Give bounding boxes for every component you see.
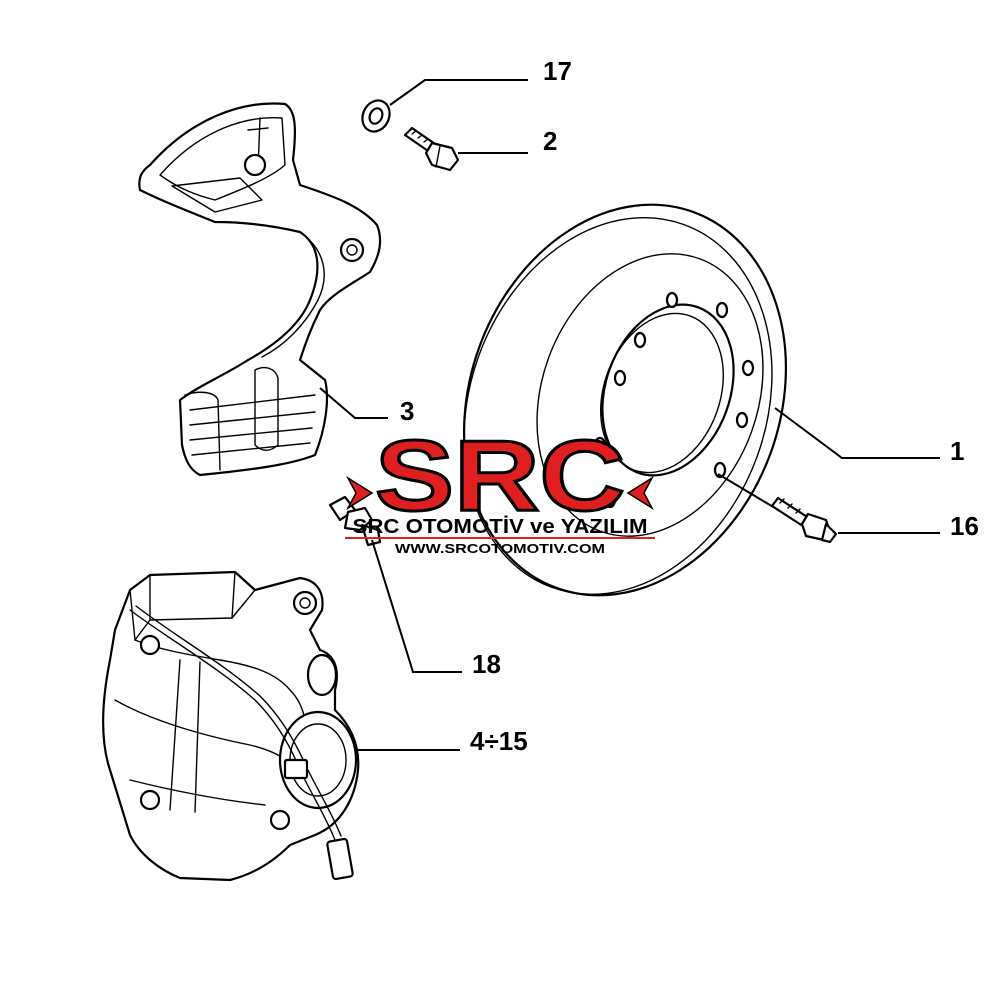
callout-16: 16 (950, 511, 979, 541)
stud-icon (770, 496, 838, 544)
watermark-company: SRC OTOMOTİV ve YAZILIM (353, 515, 648, 538)
chevron-left-icon (626, 475, 654, 511)
callout-1: 1 (950, 436, 964, 466)
washer-icon (361, 99, 391, 133)
leader-3 (319, 387, 388, 419)
leader-lines (319, 79, 940, 751)
src-watermark: SRC SRC OTOMOTİV ve YAZILIM WWW.SRCOTOMO… (345, 419, 655, 556)
chevron-right-icon (346, 475, 374, 511)
leader-disc-stud (717, 473, 776, 509)
splash-shield-icon (138, 102, 382, 477)
watermark-logo: SRC (375, 420, 625, 532)
leader-1 (774, 407, 940, 459)
callout-4-15: 4÷15 (470, 726, 528, 756)
leader-18 (371, 539, 462, 673)
leader-17 (389, 79, 528, 106)
bolt-icon (403, 126, 460, 172)
caliper-icon (102, 570, 360, 882)
callout-17: 17 (543, 56, 572, 86)
callout-3: 3 (400, 396, 414, 426)
callout-18: 18 (472, 649, 501, 679)
callout-2: 2 (543, 126, 557, 156)
watermark-url: WWW.SRCOTOMOTIV.COM (395, 541, 605, 556)
brake-disc-icon (462, 203, 788, 597)
bleed-screw-icon (328, 495, 382, 547)
